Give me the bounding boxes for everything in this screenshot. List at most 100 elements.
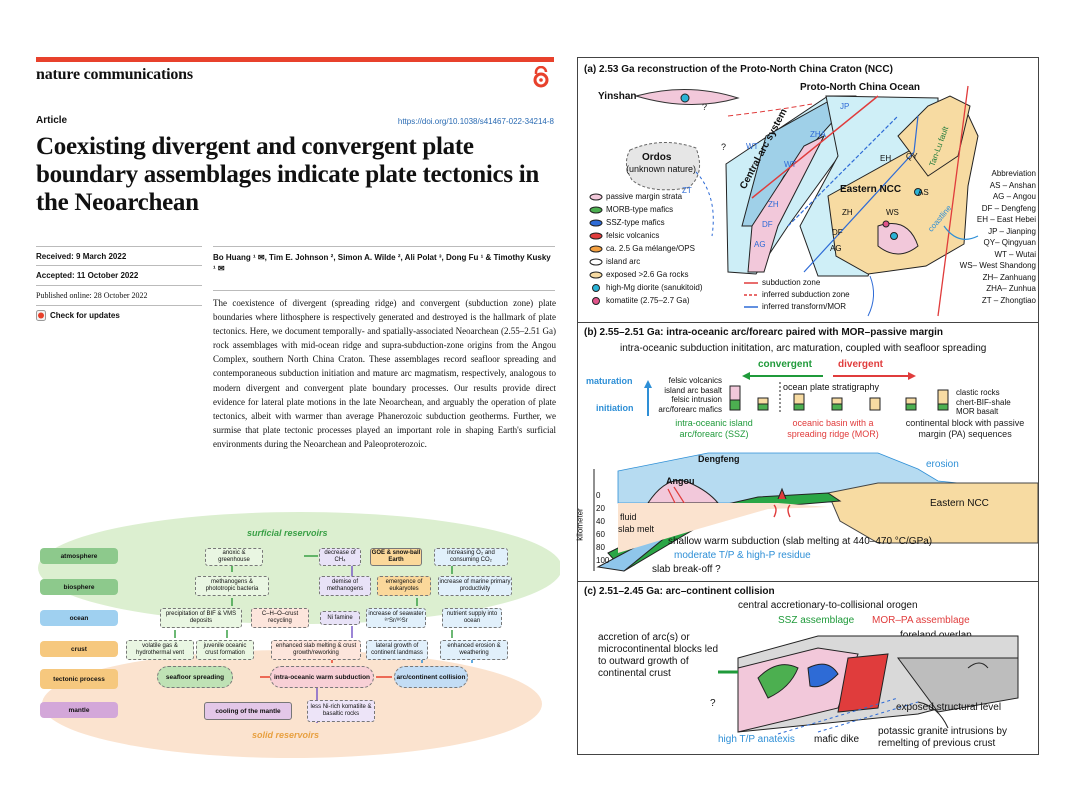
label-granite: potassic granite intrusions by remelting… [878, 726, 1007, 749]
legend-ssz: SSZ-type mafics [606, 218, 665, 227]
map-question-mark: ? [702, 102, 708, 112]
row-ocean: ocean [40, 610, 118, 626]
label-slab-melt: slab melt [618, 524, 655, 534]
code-zh: ZH [842, 208, 853, 217]
legend-melange: ca. 2.5 Ga mélange/OPS [606, 244, 695, 253]
legend-inferred-subduction: inferred subduction zone [762, 290, 850, 299]
code-eh: EH [880, 154, 892, 163]
code-zh: ZH [768, 200, 779, 209]
abbrev-item: ZHA– Zunhua [986, 284, 1036, 293]
label-mor-setting: oceanic basin with a spreading ridge (MO… [787, 418, 879, 439]
check-updates-label: Check for updates [50, 311, 120, 320]
depth-ticks: 0 20 40 60 80 100 [596, 489, 609, 567]
depth-tick: 100 [596, 556, 610, 565]
node-o2: increasing O₂ and consuming CO₂ [434, 548, 508, 566]
node-goe: GOE & snow-ball Earth [370, 548, 422, 566]
map-label-yinshan: Yinshan [598, 91, 637, 102]
legend-swatches [589, 193, 603, 305]
label-orogen: central accretionary-to-collisional orog… [738, 600, 918, 611]
reservoir-ellipses [38, 512, 560, 758]
node-bif: precipitation of BIF & VMS deposits [160, 608, 242, 628]
legend-morb: MORB-type mafics [606, 205, 674, 214]
node-erosion: enhanced erosion & weathering [440, 640, 508, 660]
node-productivity: increase of marine primary productivity [438, 576, 512, 596]
stack-item: felsic intrusion [671, 395, 722, 404]
label-convergent: convergent [758, 359, 812, 370]
panel-b-title: (b) 2.55–2.51 Ga: intra-oceanic arc/fore… [584, 327, 944, 338]
divider [213, 246, 555, 247]
depth-tick: 40 [596, 517, 605, 526]
map-label-ordos-note: (unknown nature) [626, 164, 697, 174]
abbrev-item: AG – Angou [992, 192, 1036, 201]
stratigraphy-columns [729, 380, 949, 412]
author-list: Bo Huang ¹ ✉, Tim E. Johnson ², Simon A.… [213, 253, 551, 273]
label-angou: Angou [666, 476, 695, 486]
map-question-mark: ? [721, 142, 727, 152]
abbrev-item: EH – East Hebei [976, 215, 1036, 224]
node-cho: C–H–O–crust recycling [251, 608, 309, 628]
label-fluid: fluid [620, 512, 637, 522]
label-maturation: maturation [586, 376, 633, 386]
legend-transform: inferred transform/MOR [762, 302, 847, 311]
divider [36, 305, 202, 306]
map-label-eastern: Eastern NCC [840, 184, 902, 195]
legend-passive-margin: passive margin strata [606, 192, 683, 201]
label-dengfeng: Dengfeng [698, 454, 740, 464]
row-atmosphere: atmosphere [40, 548, 118, 564]
row-crust: crust [40, 641, 118, 657]
depth-tick: 0 [596, 491, 601, 500]
node-methanogens: methanogens & phototropic bacteria [195, 576, 269, 596]
received-date: Received: 9 March 2022 [36, 252, 127, 261]
figure-panel: (a) 2.53 Ga reconstruction of the Proto-… [575, 57, 1039, 755]
code-ag: AG [830, 244, 842, 253]
code-zha: ZHA [810, 130, 826, 139]
doi-link[interactable]: https://doi.org/10.1038/s41467-022-34214… [397, 117, 554, 126]
label-anatexis: high T/P anatexis [718, 734, 795, 745]
abstract-text: The coexistence of divergent (spreading … [213, 298, 556, 449]
maturation-arrow [644, 380, 652, 416]
code-zt: ZT [682, 186, 692, 195]
pm-item: MOR basalt [956, 407, 999, 416]
panel-b-subtitle: intra-oceanic subduction inititation, ar… [620, 343, 987, 354]
legend-high-mg: high-Mg diorite (sanukitoid) [606, 283, 703, 292]
map-label-ordos: Ordos [642, 152, 672, 163]
surficial-reservoirs-label: surficial reservoirs [247, 528, 328, 538]
node-arc-collision: arc/continent collision [394, 666, 468, 688]
label-eastern-ncc: Eastern NCC [930, 498, 989, 509]
panel-c-title: (c) 2.51–2.45 Ga: arc–continent collisio… [584, 586, 775, 597]
panel-a-map [626, 85, 979, 317]
label-mor-assemblage: MOR–PA assemblage [872, 615, 970, 626]
node-juvenile: juvenile oceanic crust formation [196, 640, 254, 660]
check-updates-button[interactable]: Check for updates [36, 310, 120, 321]
label-ocean-plate-stratigraphy: ocean plate stratigraphy [783, 382, 880, 392]
abbrev-item: DF – Dengfeng [981, 203, 1036, 213]
article-type: Article [36, 115, 68, 126]
node-eukaryotes: emergence of eukaryotes [377, 576, 431, 596]
abbrev-item: AS – Anshan [989, 180, 1036, 190]
abbreviation-list: Abbreviation AS – Anshan AG – Angou DF –… [956, 168, 1036, 306]
article-title: Coexisting divergent and convergent plat… [36, 133, 539, 216]
code-jp: JP [840, 102, 850, 111]
label-mafic-dike: mafic dike [814, 734, 860, 745]
node-landmass: lateral growth of continent landmass [366, 640, 428, 660]
pm-item: chert-BIF-shale [956, 397, 1011, 407]
label-kilometer: kilometer [575, 508, 585, 541]
stack-item: felsic volcanics [668, 376, 722, 385]
legend-felsic: felsic volcanics [606, 231, 660, 240]
label-shallow-subduction: shallow warm subduction (slab melting at… [668, 536, 933, 547]
legend-komatiite: komatiite (2.75–2.7 Ga) [606, 296, 690, 305]
panel-a-title: (a) 2.53 Ga reconstruction of the Proto-… [584, 64, 893, 75]
panel-divider [578, 322, 1038, 323]
divider [36, 246, 202, 247]
legend-line-swatches [744, 282, 758, 308]
solid-reservoirs-label: solid reservoirs [252, 730, 320, 740]
abbrev-item: WT – Wutai [994, 249, 1037, 259]
label-accretion: accretion of arc(s) or microcontinental … [598, 632, 719, 679]
node-anoxic: anoxic & greenhouse [205, 548, 263, 566]
reservoir-flow-chart: surficial reservoirs solid reservoirs at… [32, 508, 560, 758]
code-wt: WT [784, 160, 797, 169]
node-slabmelt: enhanced slab melting & crust growth/rew… [271, 640, 361, 660]
node-demise: demise of methanogens [319, 576, 371, 596]
code-ws: WS [886, 208, 899, 217]
panel-b-cross-section [593, 452, 1038, 572]
